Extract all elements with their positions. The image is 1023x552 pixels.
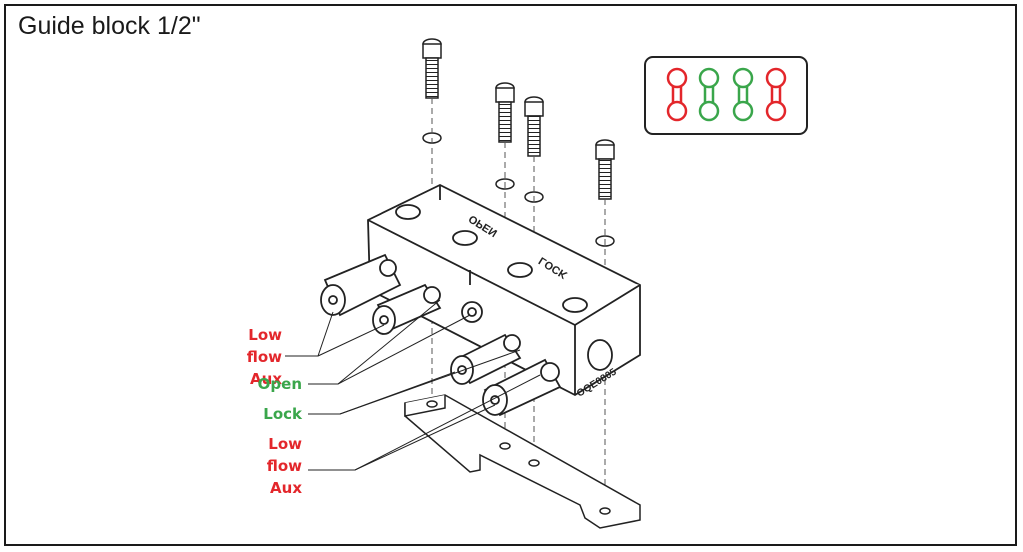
legend-symbol-low-flow-left	[666, 67, 688, 122]
callout-open: Open	[257, 375, 302, 393]
base-bracket	[404, 394, 641, 529]
couplers	[320, 253, 562, 417]
diagram-title: Guide block 1/2"	[18, 12, 201, 40]
callout-low-flow-aux-lower: Low flow Aux	[240, 433, 302, 499]
callout-line: flow Aux	[246, 348, 282, 388]
bolt	[524, 96, 544, 203]
callout-lock: Lock	[263, 405, 302, 423]
port-color-legend	[644, 56, 808, 135]
callout-line: Low	[248, 326, 282, 344]
callout-line: flow Aux	[266, 457, 302, 497]
callout-line: Low	[268, 435, 302, 453]
bolt	[422, 38, 442, 144]
legend-symbol-low-flow-right	[765, 67, 787, 122]
leader-lines	[285, 299, 541, 471]
legend-symbol-lock	[732, 67, 754, 122]
callout-low-flow-aux-upper: Low flow Aux	[220, 324, 282, 390]
legend-symbol-open	[698, 67, 720, 122]
